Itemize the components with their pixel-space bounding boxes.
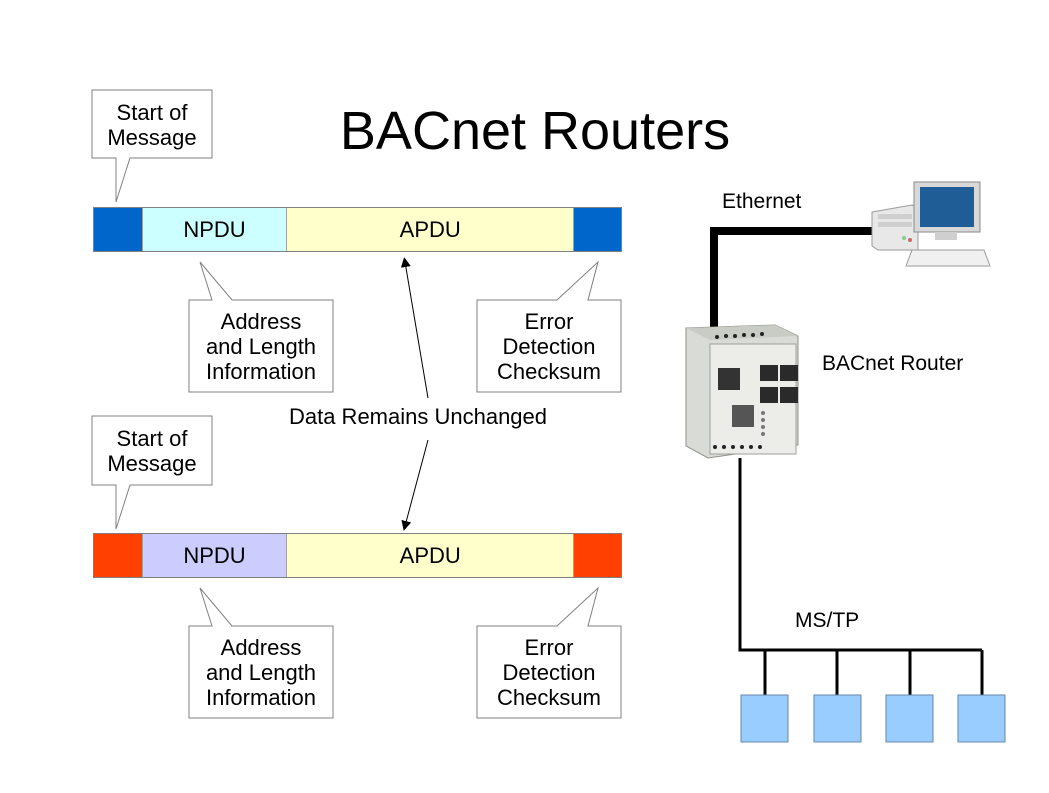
callout-address-top — [188, 261, 334, 393]
computer-icon — [871, 181, 991, 267]
frame-bottom-apdu: APDU — [286, 534, 574, 577]
ethernet-label: Ethernet — [722, 190, 802, 213]
callout-error-bottom-text: Error Detection Checksum — [497, 635, 601, 710]
mstp-bus — [738, 458, 982, 652]
callout-start-top — [91, 89, 213, 203]
router-device-icon — [685, 324, 799, 459]
router-label: BACnet Router — [822, 352, 964, 375]
frame-bottom-start — [94, 534, 142, 577]
callout-error-bottom — [476, 586, 622, 719]
slide-title: BACnet Routers — [339, 101, 731, 161]
frame-top: NPDU APDU — [93, 207, 622, 252]
data-unchanged-label: Data Remains Unchanged — [288, 404, 548, 429]
frame-bottom-end — [573, 534, 621, 577]
mstp-device — [885, 694, 934, 743]
arrow-up — [400, 257, 429, 399]
mstp-label: MS/TP — [795, 609, 860, 632]
callout-error-top — [476, 260, 622, 393]
frame-bottom-npdu: NPDU — [141, 534, 287, 577]
frame-top-start — [94, 208, 142, 251]
callout-address-top-text: Address and Length Information — [205, 309, 317, 384]
frame-top-apdu: APDU — [286, 208, 574, 251]
callout-error-top-text: Error Detection Checksum — [497, 309, 601, 384]
callout-start-top-text: Start of Message — [107, 100, 197, 150]
callout-start-bottom-text: Start of Message — [107, 426, 197, 476]
callout-address-bottom-text: Address and Length Information — [205, 635, 317, 710]
arrow-down — [401, 439, 429, 531]
mstp-device — [740, 694, 789, 743]
mstp-device — [957, 694, 1006, 743]
callout-address-bottom — [188, 587, 334, 719]
mstp-device — [813, 694, 862, 743]
frame-top-end — [573, 208, 621, 251]
callout-start-bottom — [91, 415, 213, 530]
ethernet-line — [710, 227, 875, 328]
frame-bottom: NPDU APDU — [93, 533, 622, 578]
frame-top-npdu: NPDU — [141, 208, 287, 251]
